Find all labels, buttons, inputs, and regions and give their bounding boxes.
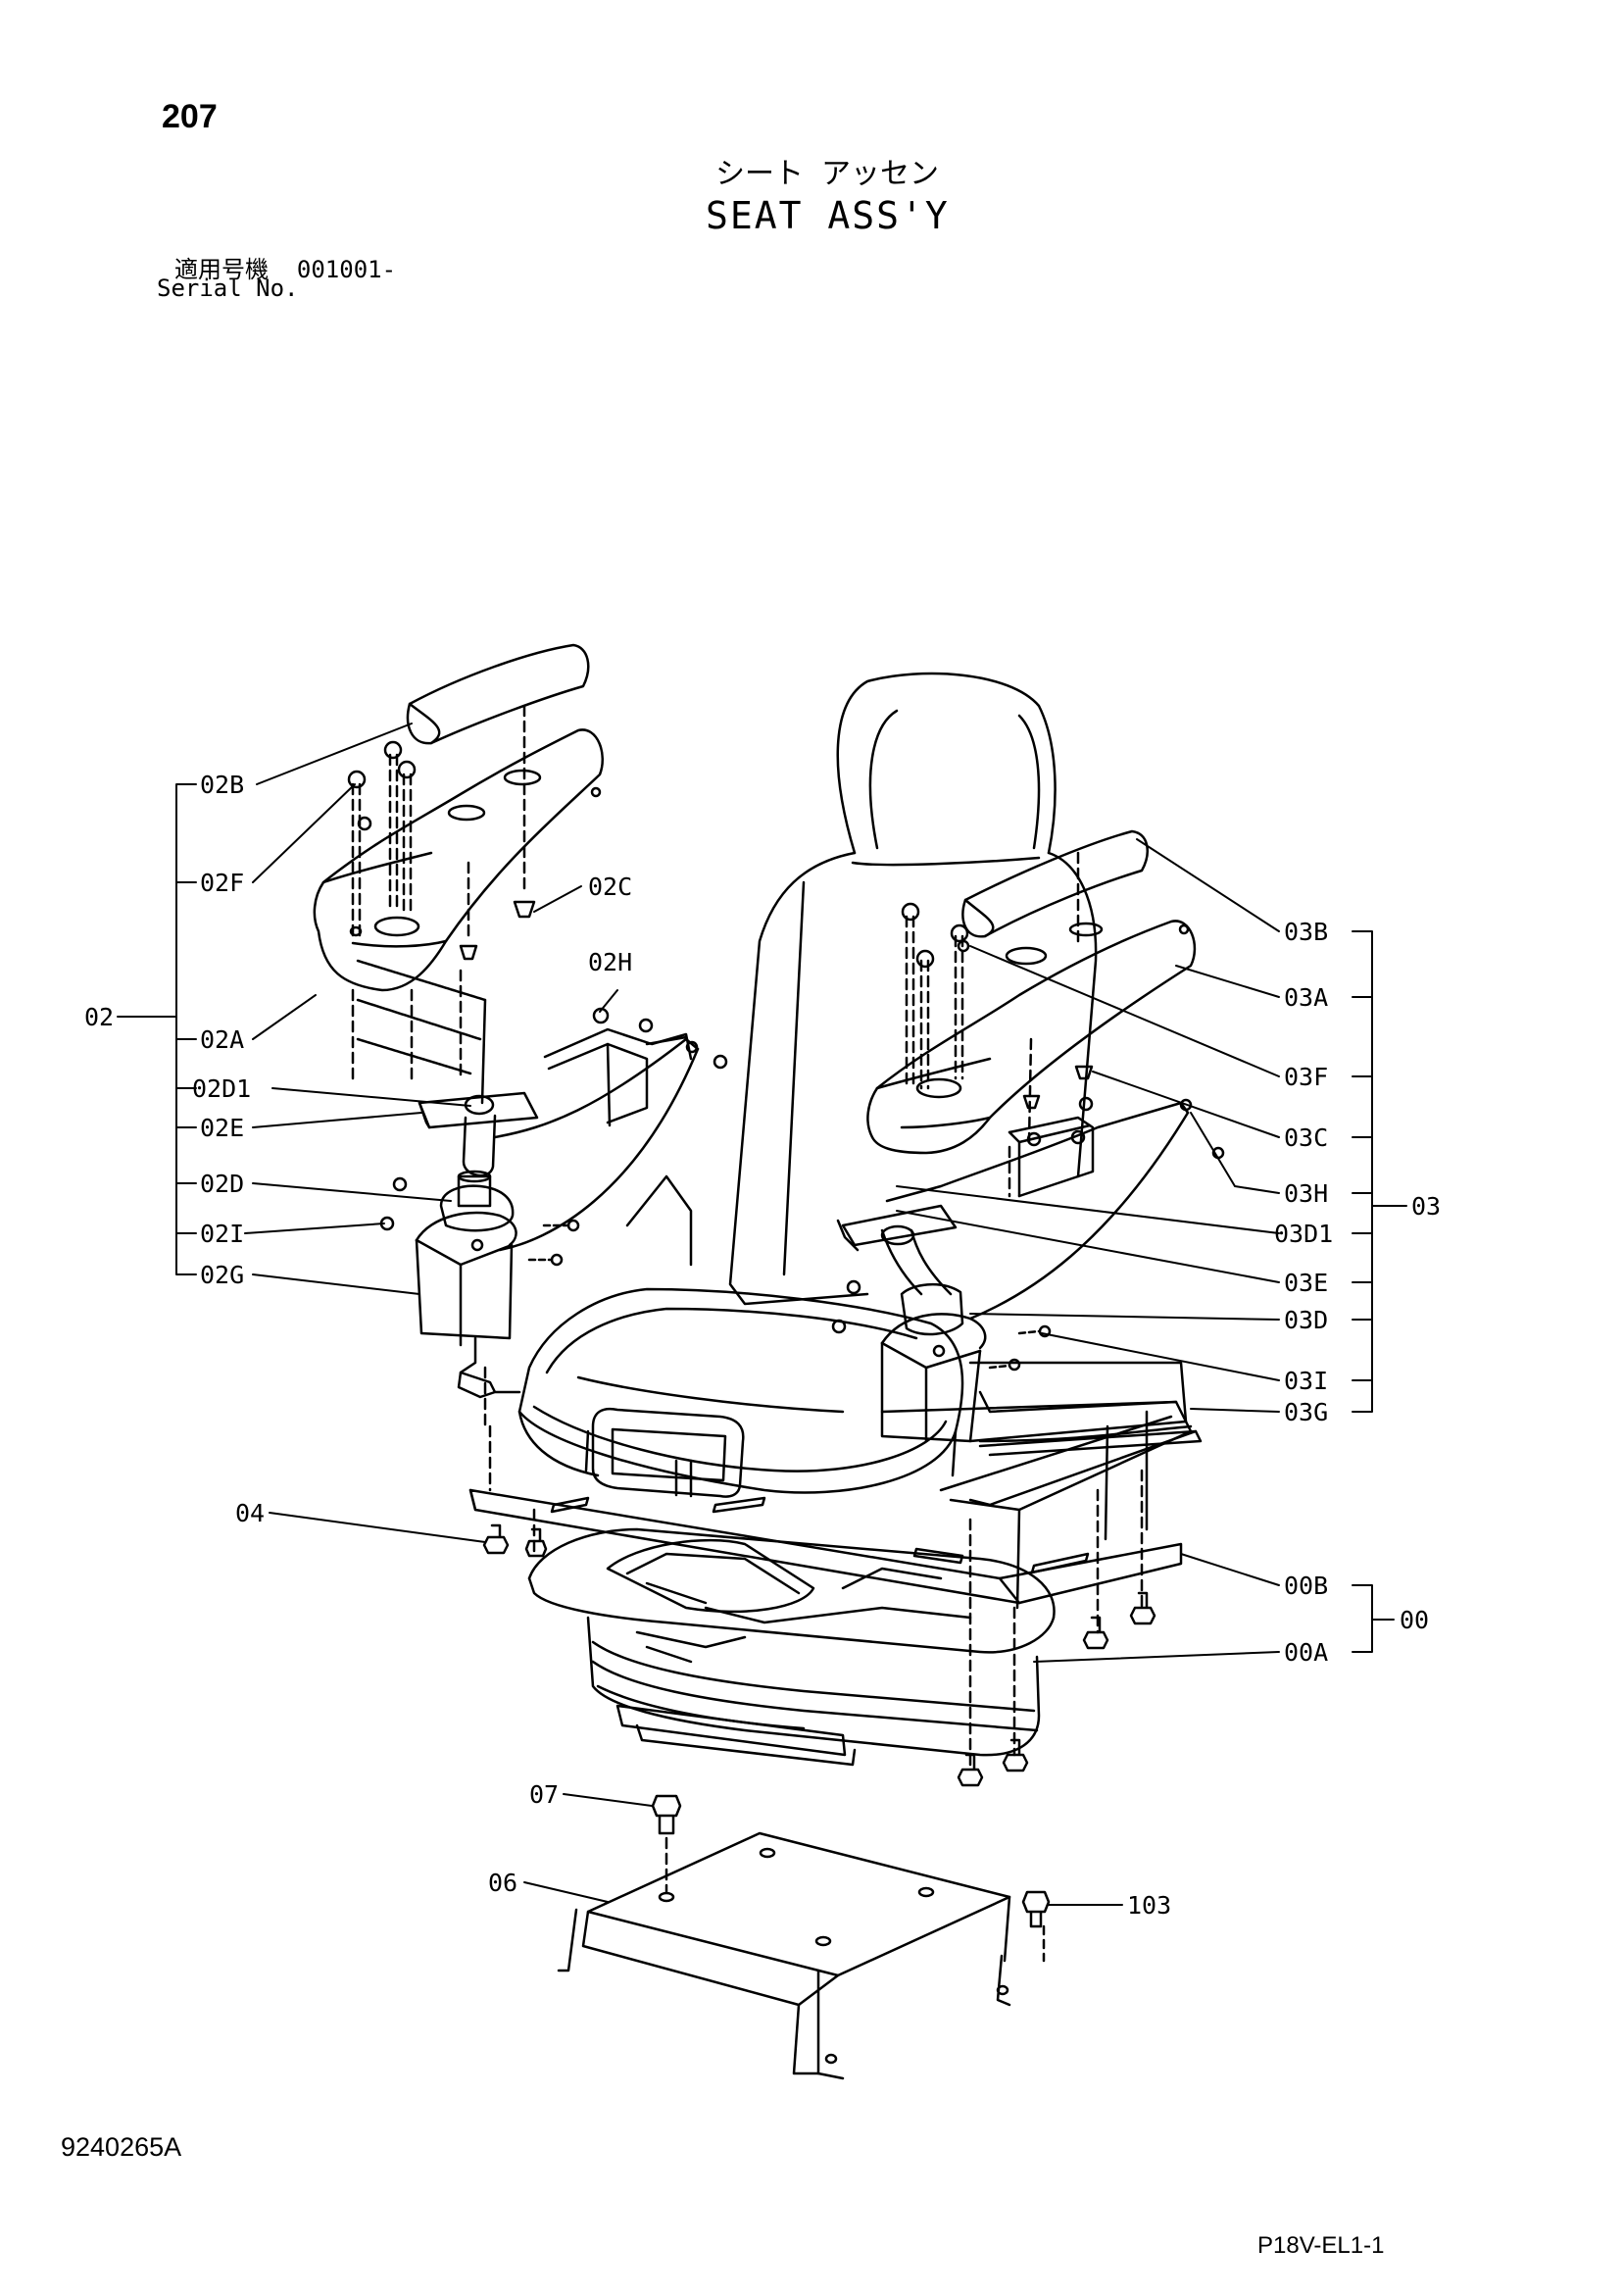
label-02: 02 <box>84 1003 114 1031</box>
label-02D1: 02D1 <box>192 1074 251 1103</box>
page-number: 207 <box>162 98 218 135</box>
model-code: P18V-EL1-1 <box>1257 2232 1385 2259</box>
serial-applicable-japanese: 適用号機 001001- <box>174 256 397 283</box>
right-armrest <box>866 829 1197 1155</box>
label-03E: 03E <box>1284 1269 1328 1297</box>
label-07: 07 <box>529 1780 559 1809</box>
label-02E: 02E <box>200 1114 244 1142</box>
label-00B: 00B <box>1284 1572 1328 1600</box>
label-02F: 02F <box>200 869 244 897</box>
part-labels: 02 02B 02F 02C 02H 02A 02D1 02E 02D 02I … <box>84 771 1441 1920</box>
label-03F: 03F <box>1284 1063 1328 1091</box>
left-cable-guide <box>493 1018 700 1252</box>
label-02C: 02C <box>588 873 632 901</box>
base-bolts <box>482 1366 1156 1963</box>
label-03H: 03H <box>1284 1179 1328 1208</box>
label-02G: 02G <box>200 1261 244 1289</box>
label-00A: 00A <box>1284 1638 1328 1667</box>
label-02B: 02B <box>200 771 244 799</box>
label-03B: 03B <box>1284 918 1328 946</box>
label-03I: 03I <box>1284 1367 1328 1395</box>
title-english: SEAT ASS'Y <box>706 194 950 237</box>
left-arm-bolts <box>347 704 728 1374</box>
label-00: 00 <box>1400 1606 1429 1634</box>
label-03: 03 <box>1411 1192 1441 1221</box>
slide-rail-frame <box>880 1390 1198 1610</box>
label-03D: 03D <box>1284 1306 1328 1334</box>
left-side-panel <box>625 1174 693 1267</box>
label-02D: 02D <box>200 1170 244 1198</box>
label-03D1: 03D1 <box>1274 1220 1333 1248</box>
seat-suspension-base <box>527 1527 1056 1767</box>
right-cable-guide <box>885 1096 1193 1321</box>
left-arm-shadow-lines <box>356 959 487 1105</box>
seat-cushion <box>517 1287 964 1498</box>
label-02A: 02A <box>200 1025 244 1054</box>
document-number: 9240265A <box>61 2132 182 2162</box>
label-103: 103 <box>1127 1891 1171 1920</box>
label-03G: 03G <box>1284 1398 1328 1426</box>
mounting-plate <box>468 1488 1183 1605</box>
label-02H: 02H <box>588 948 632 976</box>
right-arm-bolts <box>831 851 1225 1372</box>
label-03A: 03A <box>1284 983 1328 1012</box>
callout-leaders <box>117 723 1407 1906</box>
adjust-lever <box>457 1371 521 1399</box>
left-arm-pivot <box>415 1091 539 1347</box>
label-02I: 02I <box>200 1220 244 1248</box>
label-03C: 03C <box>1284 1123 1328 1152</box>
label-04: 04 <box>235 1499 265 1527</box>
seat-bracket <box>557 1831 1011 2080</box>
left-armrest <box>313 643 605 992</box>
serial-number-label: Serial No. <box>157 275 299 302</box>
title-japanese: シート アッセン <box>715 157 940 191</box>
label-06: 06 <box>488 1869 517 1897</box>
